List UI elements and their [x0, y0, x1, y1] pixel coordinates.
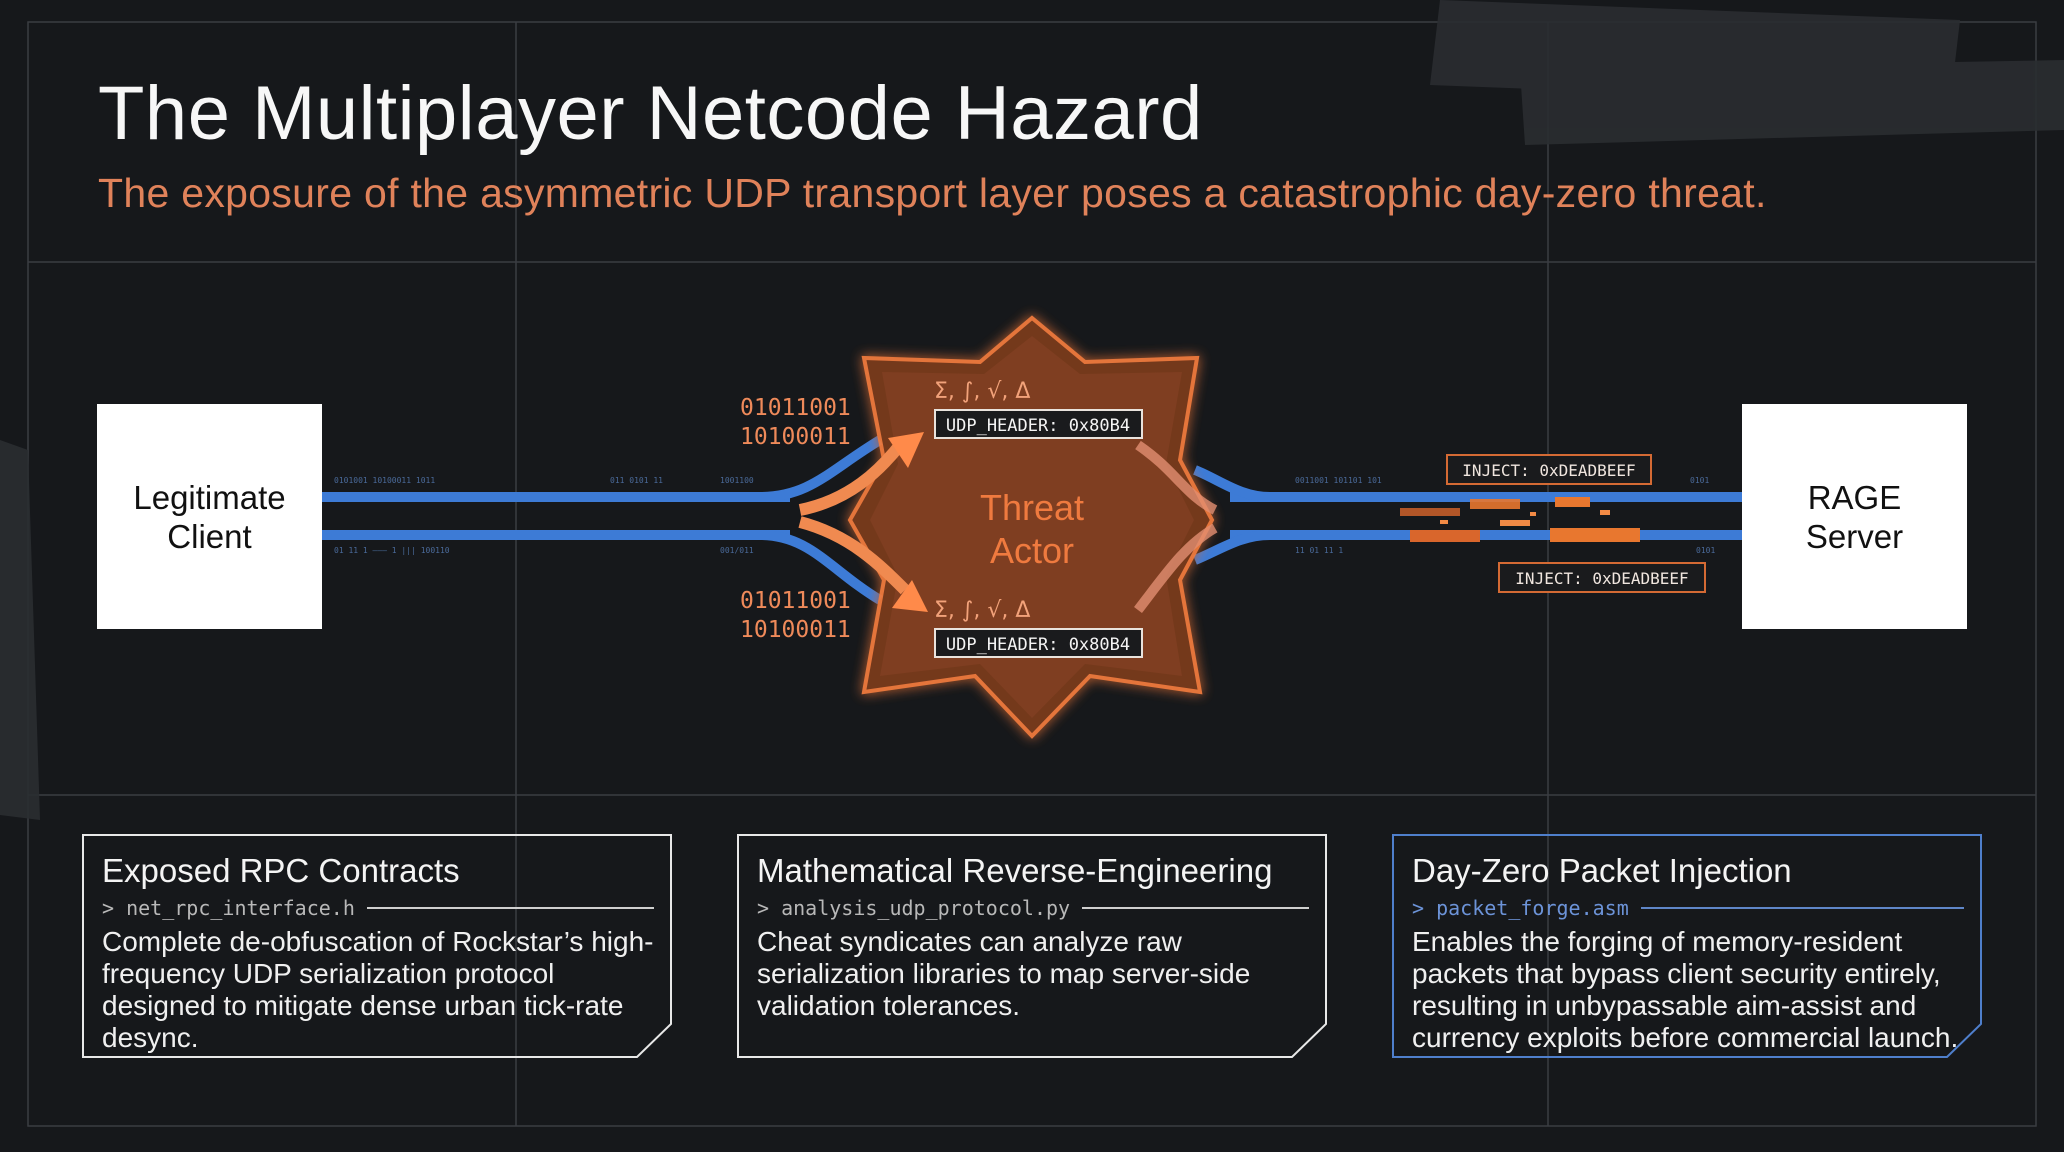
binary-top-2: 10100011 — [740, 424, 851, 450]
binary-bottom-1: 01011001 — [740, 588, 851, 614]
svg-text:UDP_HEADER: 0x80B4: UDP_HEADER: 0x80B4 — [946, 635, 1130, 655]
card-body: Cheat syndicates can analyze raw seriali… — [757, 926, 1251, 1021]
card-file: > packet_forge.asm — [1412, 896, 1964, 920]
page-title: The Multiplayer Netcode Hazard — [98, 71, 1203, 156]
svg-text:011 0101 11: 011 0101 11 — [610, 476, 663, 485]
card-body: Complete de-obfuscation of Rockstar’s hi… — [102, 926, 654, 1053]
server-stream: 0011001 101101 101 0101 11 01 11 1 0101 — [1193, 465, 1742, 565]
interception-arrows — [798, 432, 1218, 614]
threat-actor-label-line2: Actor — [990, 530, 1074, 571]
page-subtitle: The exposure of the asymmetric UDP trans… — [98, 170, 1767, 216]
svg-text:001/011: 001/011 — [720, 546, 754, 555]
udp-header-tag-top: UDP_HEADER: 0x80B4 — [934, 409, 1143, 439]
card-math-reverse-engineering: Mathematical Reverse-Engineering > analy… — [737, 834, 1327, 1058]
card-body: Enables the forging of memory-resident p… — [1412, 926, 1959, 1053]
legitimate-client-node: Legitimate Client — [97, 404, 322, 629]
inject-tag-bottom: INJECT: 0xDEADBEEF — [1498, 562, 1706, 593]
svg-text:1001100: 1001100 — [720, 476, 754, 485]
math-symbols-top: Σ, ∫, √, Δ — [934, 379, 1030, 404]
card-title: Day-Zero Packet Injection — [1412, 852, 1792, 889]
client-label: Legitimate Client — [133, 478, 286, 555]
svg-text:11 01 11 1: 11 01 11 1 — [1295, 546, 1343, 555]
svg-text:0101001 10100011 1011: 0101001 10100011 1011 — [334, 476, 435, 485]
binary-top-1: 01011001 — [740, 395, 851, 421]
svg-text:INJECT: 0xDEADBEEF: INJECT: 0xDEADBEEF — [1515, 569, 1688, 588]
rage-server-node: RAGE Server — [1742, 404, 1967, 629]
math-symbols-bottom: Σ, ∫, √, Δ — [934, 598, 1030, 623]
card-file: > net_rpc_interface.h — [102, 896, 654, 920]
injected-packets — [1400, 497, 1640, 542]
client-stream: 0101001 10100011 1011 011 0101 11 100110… — [322, 435, 883, 605]
card-outline — [82, 834, 672, 1058]
server-label: RAGE Server — [1805, 478, 1904, 555]
card-outline — [737, 834, 1327, 1058]
card-outline — [1392, 834, 1982, 1058]
svg-text:0101: 0101 — [1696, 546, 1715, 555]
card-title: Exposed RPC Contracts — [102, 852, 460, 889]
binary-bottom-2: 10100011 — [740, 617, 851, 643]
card-title: Mathematical Reverse-Engineering — [757, 852, 1273, 889]
card-exposed-rpc: Exposed RPC Contracts > net_rpc_interfac… — [82, 834, 672, 1058]
card-day-zero-injection: Day-Zero Packet Injection > packet_forge… — [1392, 834, 1982, 1058]
card-file: > analysis_udp_protocol.py — [757, 896, 1309, 920]
svg-text:01 11 1 ——— 1 ||| 100110: 01 11 1 ——— 1 ||| 100110 — [334, 546, 450, 555]
svg-text:INJECT: 0xDEADBEEF: INJECT: 0xDEADBEEF — [1462, 461, 1635, 480]
svg-text:0101: 0101 — [1690, 476, 1709, 485]
svg-text:UDP_HEADER: 0x80B4: UDP_HEADER: 0x80B4 — [946, 416, 1130, 436]
inject-tag-top: INJECT: 0xDEADBEEF — [1446, 454, 1652, 485]
svg-text:0011001 101101 101: 0011001 101101 101 — [1295, 476, 1382, 485]
threat-actor-label-line1: Threat — [980, 487, 1084, 528]
udp-header-tag-bottom: UDP_HEADER: 0x80B4 — [934, 628, 1143, 658]
